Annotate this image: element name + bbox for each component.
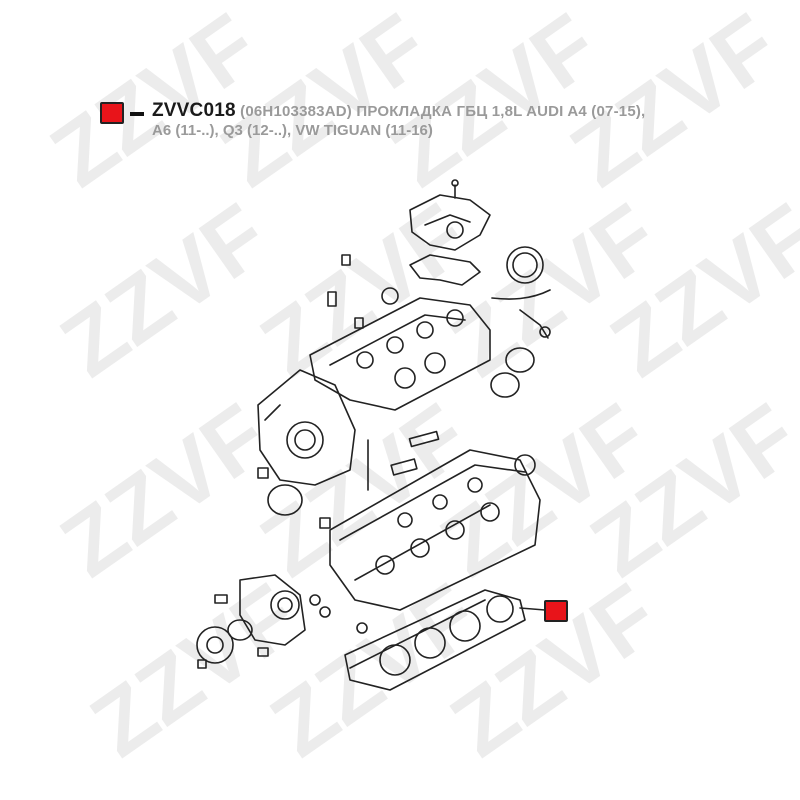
red-square-marker-icon: [100, 102, 124, 124]
small-parts-middle: [257, 430, 440, 529]
water-pump-housing: [214, 574, 306, 646]
valve-cover: [309, 287, 491, 411]
o-ring-left: [267, 484, 303, 516]
caps-right: [490, 347, 535, 398]
cylinder-head: [329, 449, 541, 611]
part-oem-number: (06H103383AD): [240, 103, 352, 120]
timing-cover: [257, 369, 356, 486]
part-code: ZVVC018: [152, 100, 236, 121]
cover-gasket-small: [409, 254, 481, 286]
cylinder-head-gasket: [344, 589, 526, 691]
small-rings: [309, 594, 368, 634]
red-square-marker-icon: [544, 600, 568, 622]
part-description-line1: ПРОКЛАДКА ГБЦ 1,8L AUDI A4 (07-15),: [356, 103, 646, 120]
pulley: [196, 626, 269, 669]
bolts-upper-left: [327, 254, 364, 329]
marker-dash: [130, 112, 144, 116]
callout-leader: [519, 607, 546, 611]
round-seal-top: [506, 246, 544, 284]
part-description-line2: A6 (11-..), Q3 (12-..), VW TIGUAN (11-16…: [152, 122, 433, 139]
part-title-line1: ZVVC018 (06H103383AD) ПРОКЛАДКА ГБЦ 1,8L…: [152, 100, 645, 122]
actuator-module: [409, 179, 491, 251]
sensor-cable: [491, 289, 551, 339]
